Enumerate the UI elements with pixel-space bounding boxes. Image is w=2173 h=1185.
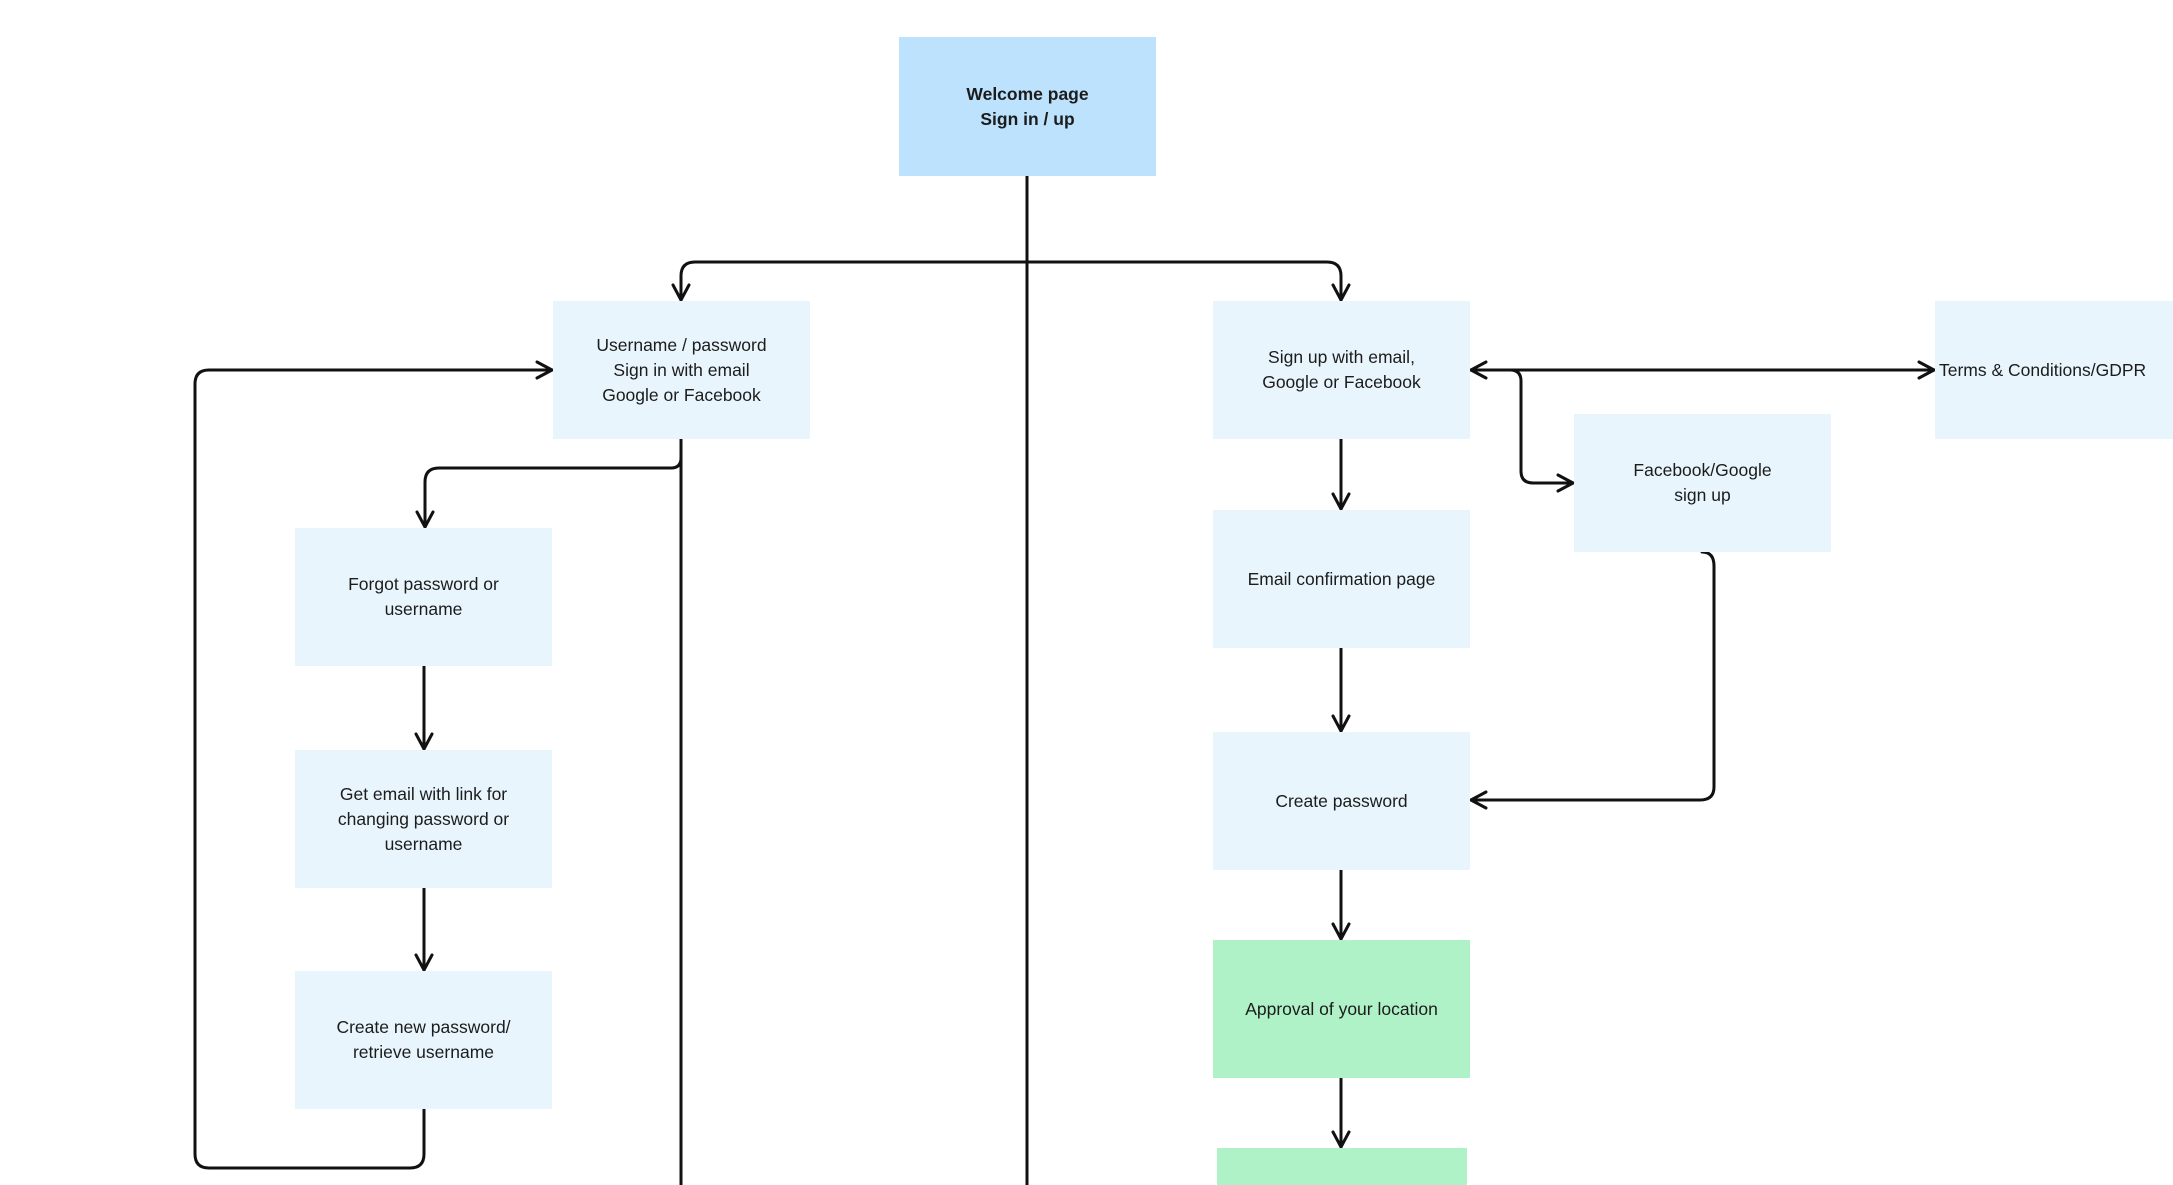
node-get-email-link[interactable]: Get email with link for changing passwor… <box>295 750 552 888</box>
edge-welcome-to-signin <box>671 260 1029 302</box>
node-create-password[interactable]: Create password <box>1213 732 1470 870</box>
edge-social-to-create-pw <box>1469 550 1716 810</box>
node-social-sign-up[interactable]: Facebook/Google sign up <box>1574 414 1831 552</box>
edge-loop-back-to-signin <box>193 360 554 1170</box>
node-forgot-password[interactable]: Forgot password or username <box>295 528 552 666</box>
edge-welcome-to-signup <box>1025 260 1351 302</box>
node-sign-up[interactable]: Sign up with email, Google or Facebook <box>1213 301 1470 439</box>
node-approval-location[interactable]: Approval of your location <box>1213 940 1470 1078</box>
edge-signup-to-social <box>1508 368 1575 493</box>
node-welcome-page[interactable]: Welcome page Sign in / up <box>899 37 1156 176</box>
node-next-step[interactable] <box>1217 1148 1467 1185</box>
node-sign-in[interactable]: Username / password Sign in with email G… <box>553 301 810 439</box>
edge-signin-to-forgot <box>415 437 683 529</box>
node-email-confirmation[interactable]: Email confirmation page <box>1213 510 1470 648</box>
node-terms-conditions[interactable]: Terms & Conditions/GDPR <box>1935 301 2173 439</box>
node-create-new-password[interactable]: Create new password/ retrieve username <box>295 971 552 1109</box>
